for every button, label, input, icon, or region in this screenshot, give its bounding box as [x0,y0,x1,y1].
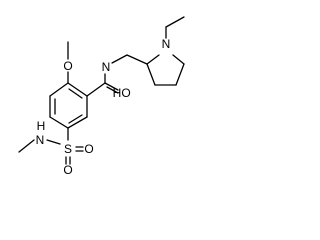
amide-nitrogen-label: N [102,60,111,74]
sulfonamide-hydrogen-label: H [37,119,46,133]
bond-methylene-to-pyrrolidine [126,54,148,65]
bond-carbonyl-double-1 [104,82,119,91]
ring-bond-c4-c5 [67,116,88,129]
structure-canvas: O N H O N H N S O O [18,16,185,177]
atom-labels: O N H O N H N S O O [36,37,171,177]
pyrrolidine-bond-c4-c5 [175,63,185,86]
sulfonyl-oxygen-right-label: O [84,142,93,156]
bond-sulfonamide-nitrogen-to-methyl [18,139,35,153]
bond-carbonyl-double-2 [106,86,119,94]
sulfonamide-nitrogen-label: N [36,133,45,147]
methoxy-oxygen-label: O [63,59,72,73]
chemical-structure-diagram: O N H O N H N S O O [18,16,185,177]
ring-bond-c3-c4 [49,116,69,129]
bond-sulfur-to-sulfonamide-nitrogen [46,139,61,145]
pyrrolidine-bond-n-c2 [146,54,160,65]
ring-bond-c1-c2 [49,82,69,97]
ring-bond-c6-c1 [67,82,88,97]
pyrrolidine-nitrogen-label: N [162,37,171,51]
bond-amide-nitrogen-to-methylene [111,54,128,64]
bond-ethyl-ch2-to-ch3 [165,16,185,28]
sulfur-label: S [64,142,72,156]
ring-double-bond-c4-c5 [68,114,83,124]
bond-ring-to-carbonyl-carbon [86,82,106,97]
bonds [18,16,185,165]
pyrrolidine-bond-c2-c3 [146,63,156,86]
pyrrolidine-bond-c5-n [172,54,185,65]
amide-hydrogen-label: H [113,86,122,100]
ring-double-bond-c6-c1 [68,88,83,99]
carbonyl-oxygen-label: O [121,86,130,100]
sulfonyl-oxygen-bottom-label: O [63,163,72,177]
